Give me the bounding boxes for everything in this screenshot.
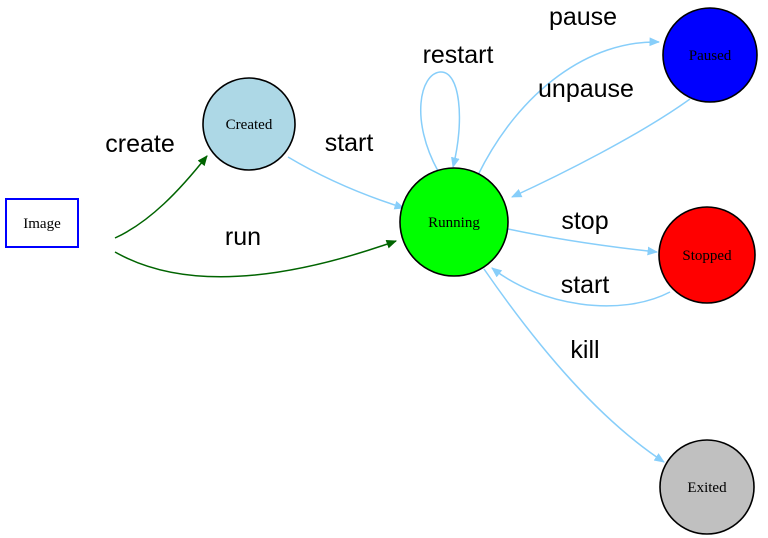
edge-stop <box>507 228 659 256</box>
node-label-image: Image <box>23 216 61 232</box>
edge-kill <box>483 268 665 463</box>
node-label-created: Created <box>226 117 273 133</box>
node-label-exited: Exited <box>687 480 727 496</box>
node-label-running: Running <box>428 215 480 231</box>
edge-create <box>114 155 208 239</box>
edge-label-restart: restart <box>423 41 494 69</box>
node-stopped[interactable]: Stopped <box>658 206 756 304</box>
node-shape-paused <box>662 7 758 103</box>
edge-label-create: create <box>105 130 174 158</box>
node-shape-stopped <box>658 206 756 304</box>
edge-label-kill: kill <box>570 336 599 364</box>
edge-start-stopped <box>491 267 671 307</box>
edge-restart <box>420 71 461 172</box>
edge-label-stop: stop <box>561 207 608 235</box>
edge-labels-layer: create run start restart pause unpause stop sta… <box>105 3 634 364</box>
node-created[interactable]: Created <box>202 77 296 171</box>
edge-label-start-stopped: start <box>561 271 610 299</box>
edge-start-created <box>287 156 406 210</box>
edge-label-pause: pause <box>549 3 617 31</box>
node-shape-image <box>5 198 79 248</box>
node-shape-exited <box>659 439 755 535</box>
node-shape-created <box>202 77 296 171</box>
node-shape-running <box>399 167 509 277</box>
node-label-stopped: Stopped <box>682 248 732 264</box>
node-image[interactable]: Image <box>5 198 79 248</box>
edge-label-unpause: unpause <box>538 75 634 103</box>
edge-pause <box>477 37 661 176</box>
edge-label-start-created: start <box>325 129 374 157</box>
edges-layer <box>114 37 691 463</box>
node-exited[interactable]: Exited <box>659 439 755 535</box>
edge-label-run: run <box>225 223 261 251</box>
node-running[interactable]: Running <box>399 167 509 277</box>
node-label-paused: Paused <box>689 48 732 64</box>
edge-unpause <box>511 98 691 198</box>
edge-run <box>114 240 397 278</box>
node-paused[interactable]: Paused <box>662 7 758 103</box>
